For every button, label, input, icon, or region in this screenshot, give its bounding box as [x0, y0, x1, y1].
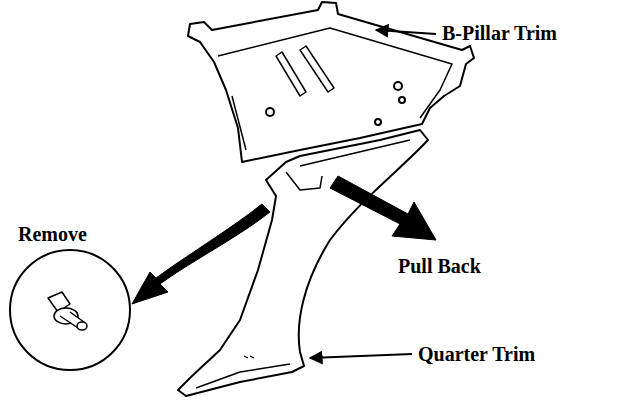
quarter-trim-edge — [196, 140, 410, 388]
pull-back-arrow — [330, 176, 436, 240]
part-label: Remove — [18, 222, 87, 246]
quarter-trim-panel — [178, 130, 428, 396]
b-pillar-slot — [276, 46, 334, 96]
clip-hole — [266, 108, 274, 116]
leader-arrow — [376, 30, 436, 34]
clip-hole — [375, 119, 381, 125]
part-label: Pull Back — [398, 254, 481, 278]
quarter-trim-mark — [244, 356, 254, 358]
clip-hole — [399, 97, 405, 103]
part-label: Quarter Trim — [418, 342, 535, 366]
b-pillar-trim-panel — [188, 2, 474, 162]
remove-arrow — [132, 204, 270, 304]
clip-hole — [394, 82, 402, 90]
detail-circle — [10, 250, 130, 370]
leader-arrow — [310, 354, 412, 358]
part-label: B-Pillar Trim — [442, 21, 557, 45]
clip-fastener — [48, 292, 87, 330]
